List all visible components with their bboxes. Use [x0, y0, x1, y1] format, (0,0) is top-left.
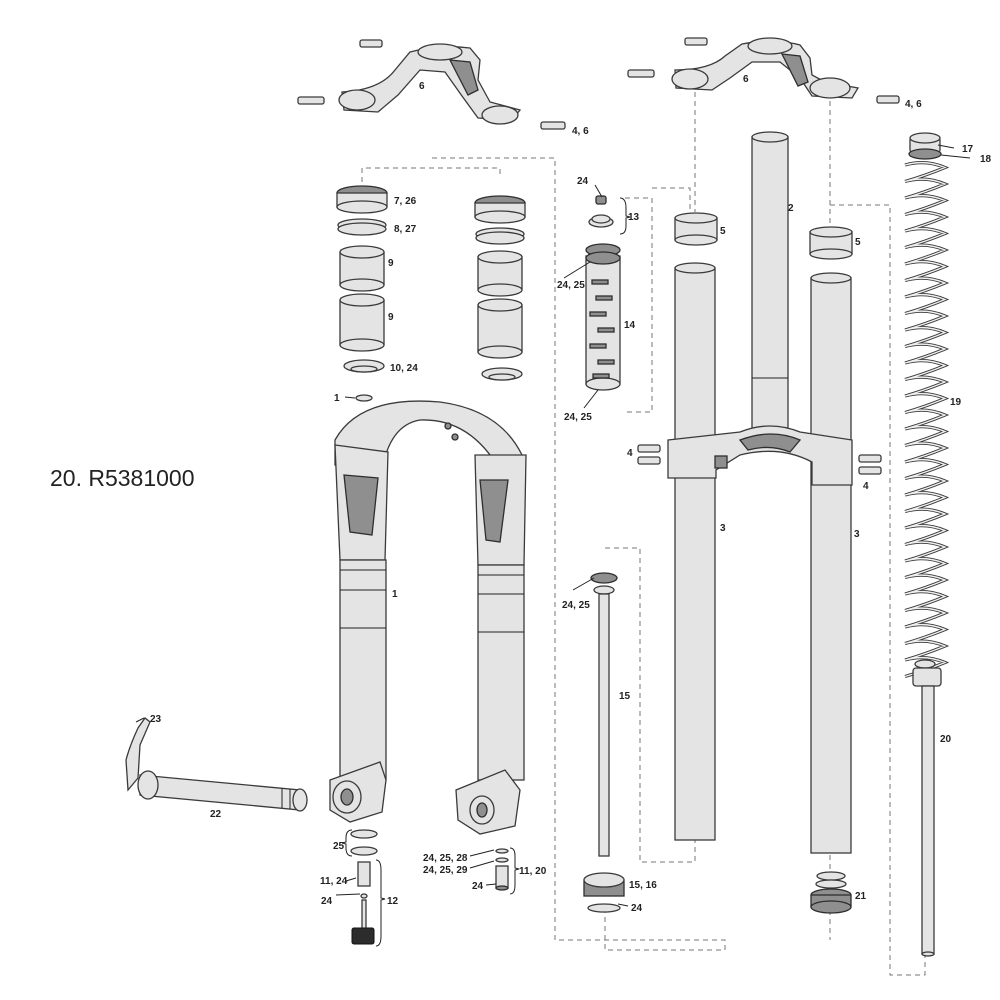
callout-9-upper: 9 [388, 258, 394, 269]
callout-24-25-29: 24, 25, 29 [423, 865, 468, 876]
callout-11-24: 11, 24 [320, 876, 348, 887]
bolt-group-right-clamp [627, 37, 900, 104]
callout-1-top: 1 [334, 393, 340, 404]
callout-17: 17 [962, 144, 974, 155]
callout-13: 13 [628, 212, 640, 223]
top-cap-assembly [588, 195, 614, 228]
callout-3-left: 3 [720, 523, 726, 534]
callout-1-leg: 1 [392, 589, 398, 600]
coil-spring-assembly [904, 132, 950, 957]
callout-24-25-lower: 24, 25 [564, 412, 592, 423]
callout-14: 14 [624, 320, 636, 331]
callout-7-26: 7, 26 [394, 196, 417, 207]
seal-stack-left [336, 185, 388, 402]
callout-5-right: 5 [855, 237, 861, 248]
callout-24-25-shaft: 24, 25 [562, 600, 590, 611]
callout-10-24: 10, 24 [390, 363, 418, 374]
crown-clamp-right [671, 37, 860, 99]
callout-20: 20 [940, 734, 952, 745]
damper-cartridge [585, 243, 621, 391]
callout-15: 15 [619, 691, 631, 702]
leader-lines [135, 144, 971, 947]
callout-2: 2 [788, 203, 794, 214]
steerer-and-stanchions [667, 131, 853, 854]
callout-24-right: 24 [472, 881, 484, 892]
callout-4-right: 4 [863, 481, 869, 492]
crown-clamp-left [338, 43, 522, 125]
callout-24-base: 24 [631, 903, 643, 914]
callout-4-6-left: 4, 6 [572, 126, 589, 137]
callout-11-20: 11, 20 [519, 866, 547, 877]
callout-24-top: 24 [577, 176, 589, 187]
callout-25: 25 [333, 841, 345, 852]
callout-3-right: 3 [854, 529, 860, 540]
callout-4-6-right: 4, 6 [905, 99, 922, 110]
callout-19: 19 [950, 397, 962, 408]
seal-stack-right [474, 195, 526, 381]
thru-axle [125, 717, 308, 812]
bumper [810, 871, 852, 914]
callout-9-lower: 9 [388, 312, 394, 323]
bolt-group-left-clamp [297, 39, 566, 130]
bolt-group-crown [637, 444, 882, 475]
callout-24-25-upper: 24, 25 [557, 280, 585, 291]
damper-shaft-left [350, 829, 378, 945]
callout-24-25-28: 24, 25, 28 [423, 853, 468, 864]
lower-legs [329, 400, 527, 835]
callout-6-left: 6 [419, 81, 425, 92]
callout-5-left: 5 [720, 226, 726, 237]
callout-6-right: 6 [743, 74, 749, 85]
callouts: 6 6 4, 6 4, 6 7, 26 8, 27 9 9 10, 24 1 1… [150, 74, 992, 914]
callout-23: 23 [150, 714, 162, 725]
part-number-caption: 20. R5381000 [50, 465, 195, 491]
callout-21: 21 [855, 891, 867, 902]
assembly-guide-lines [361, 92, 926, 976]
callout-15-16: 15, 16 [629, 880, 657, 891]
callout-12: 12 [387, 896, 399, 907]
callout-8-27: 8, 27 [394, 224, 417, 235]
damper-shaft-right [495, 848, 509, 891]
callout-22: 22 [210, 809, 222, 820]
callout-4-left: 4 [627, 448, 633, 459]
rebound-shaft [583, 572, 625, 913]
callout-24-left: 24 [321, 896, 333, 907]
callout-18: 18 [980, 154, 992, 165]
